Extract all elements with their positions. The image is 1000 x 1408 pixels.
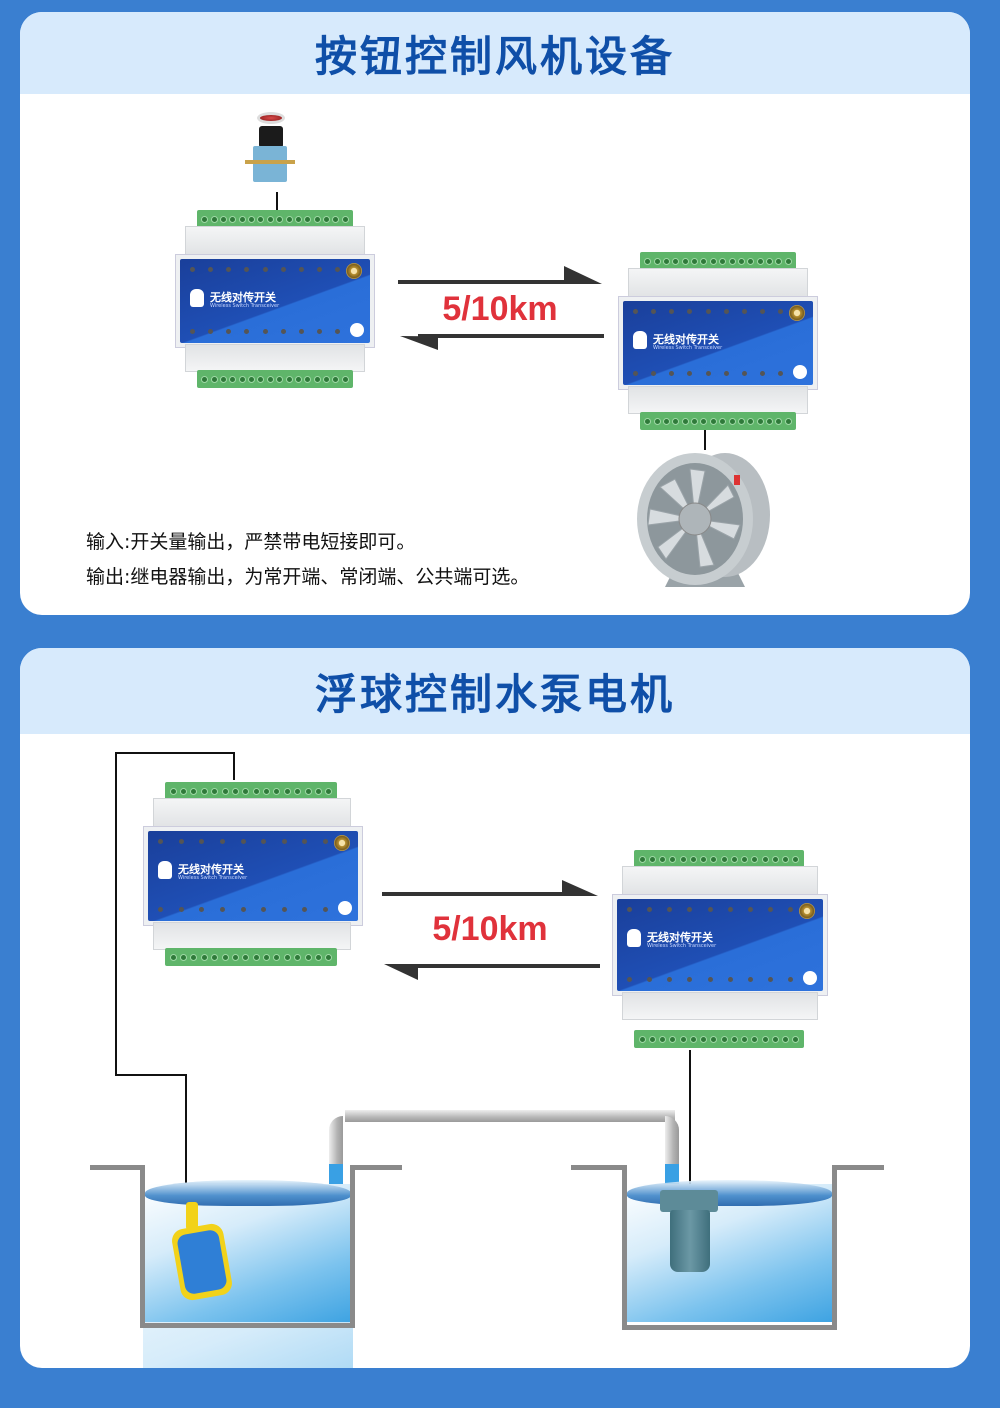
water-pump-icon <box>660 1190 720 1282</box>
wire <box>276 192 278 212</box>
robot-logo-icon <box>633 331 647 349</box>
section-header: 浮球控制水泵电机 <box>20 648 970 734</box>
axial-fan-icon <box>637 453 770 587</box>
section-title: 浮球控制水泵电机 <box>314 669 675 719</box>
note-output: 输出:继电器输出，为常开端、常闭端、公共端可选。 <box>86 566 530 588</box>
transceiver-device-receiver: 无线对传开关 Wireless Switch Transceiver <box>618 252 818 430</box>
pipe <box>345 1110 675 1122</box>
io-notes: 输入:开关量输出，严禁带电短接即可。 输出:继电器输出，为常开端、常闭端、公共端… <box>86 525 529 595</box>
antenna-icon <box>789 305 805 321</box>
transceiver-device-sender: 无线对传开关 Wireless Switch Transceiver <box>175 210 375 388</box>
antenna-icon <box>346 263 362 279</box>
device-front-panel: 无线对传开关 Wireless Switch Transceiver <box>175 254 375 348</box>
distance-label: 5/10km <box>442 290 558 328</box>
section-header: 按钮控制风机设备 <box>20 12 970 94</box>
wire <box>704 430 706 450</box>
float-switch-icon <box>170 1202 234 1302</box>
push-button-icon <box>245 112 295 192</box>
bidirectional-arrows-icon <box>382 880 600 980</box>
robot-logo-icon <box>190 289 204 307</box>
bidirectional-arrows-icon <box>398 266 604 350</box>
float-cable <box>185 1074 187 1206</box>
note-input: 输入:开关量输出，严禁带电短接即可。 <box>86 531 416 553</box>
transceiver-device-receiver: 无线对传开关 Wireless Switch Transceiver <box>612 850 828 1048</box>
distance-label: 5/10km <box>432 910 548 948</box>
terminal-block <box>197 370 353 388</box>
antenna-icon <box>334 835 350 851</box>
section-title: 按钮控制风机设备 <box>314 31 675 81</box>
pump-cable <box>689 1050 691 1190</box>
robot-logo-icon <box>158 861 172 879</box>
section-button-fan: 按钮控制风机设备 无线对传开关 Wireless Switch Transcei… <box>20 12 970 615</box>
robot-logo-icon <box>627 929 641 947</box>
transceiver-device-sender: 无线对传开关 Wireless Switch Transceiver <box>143 782 363 966</box>
terminal-block <box>197 210 353 228</box>
antenna-icon <box>799 903 815 919</box>
reset-button <box>350 323 364 337</box>
